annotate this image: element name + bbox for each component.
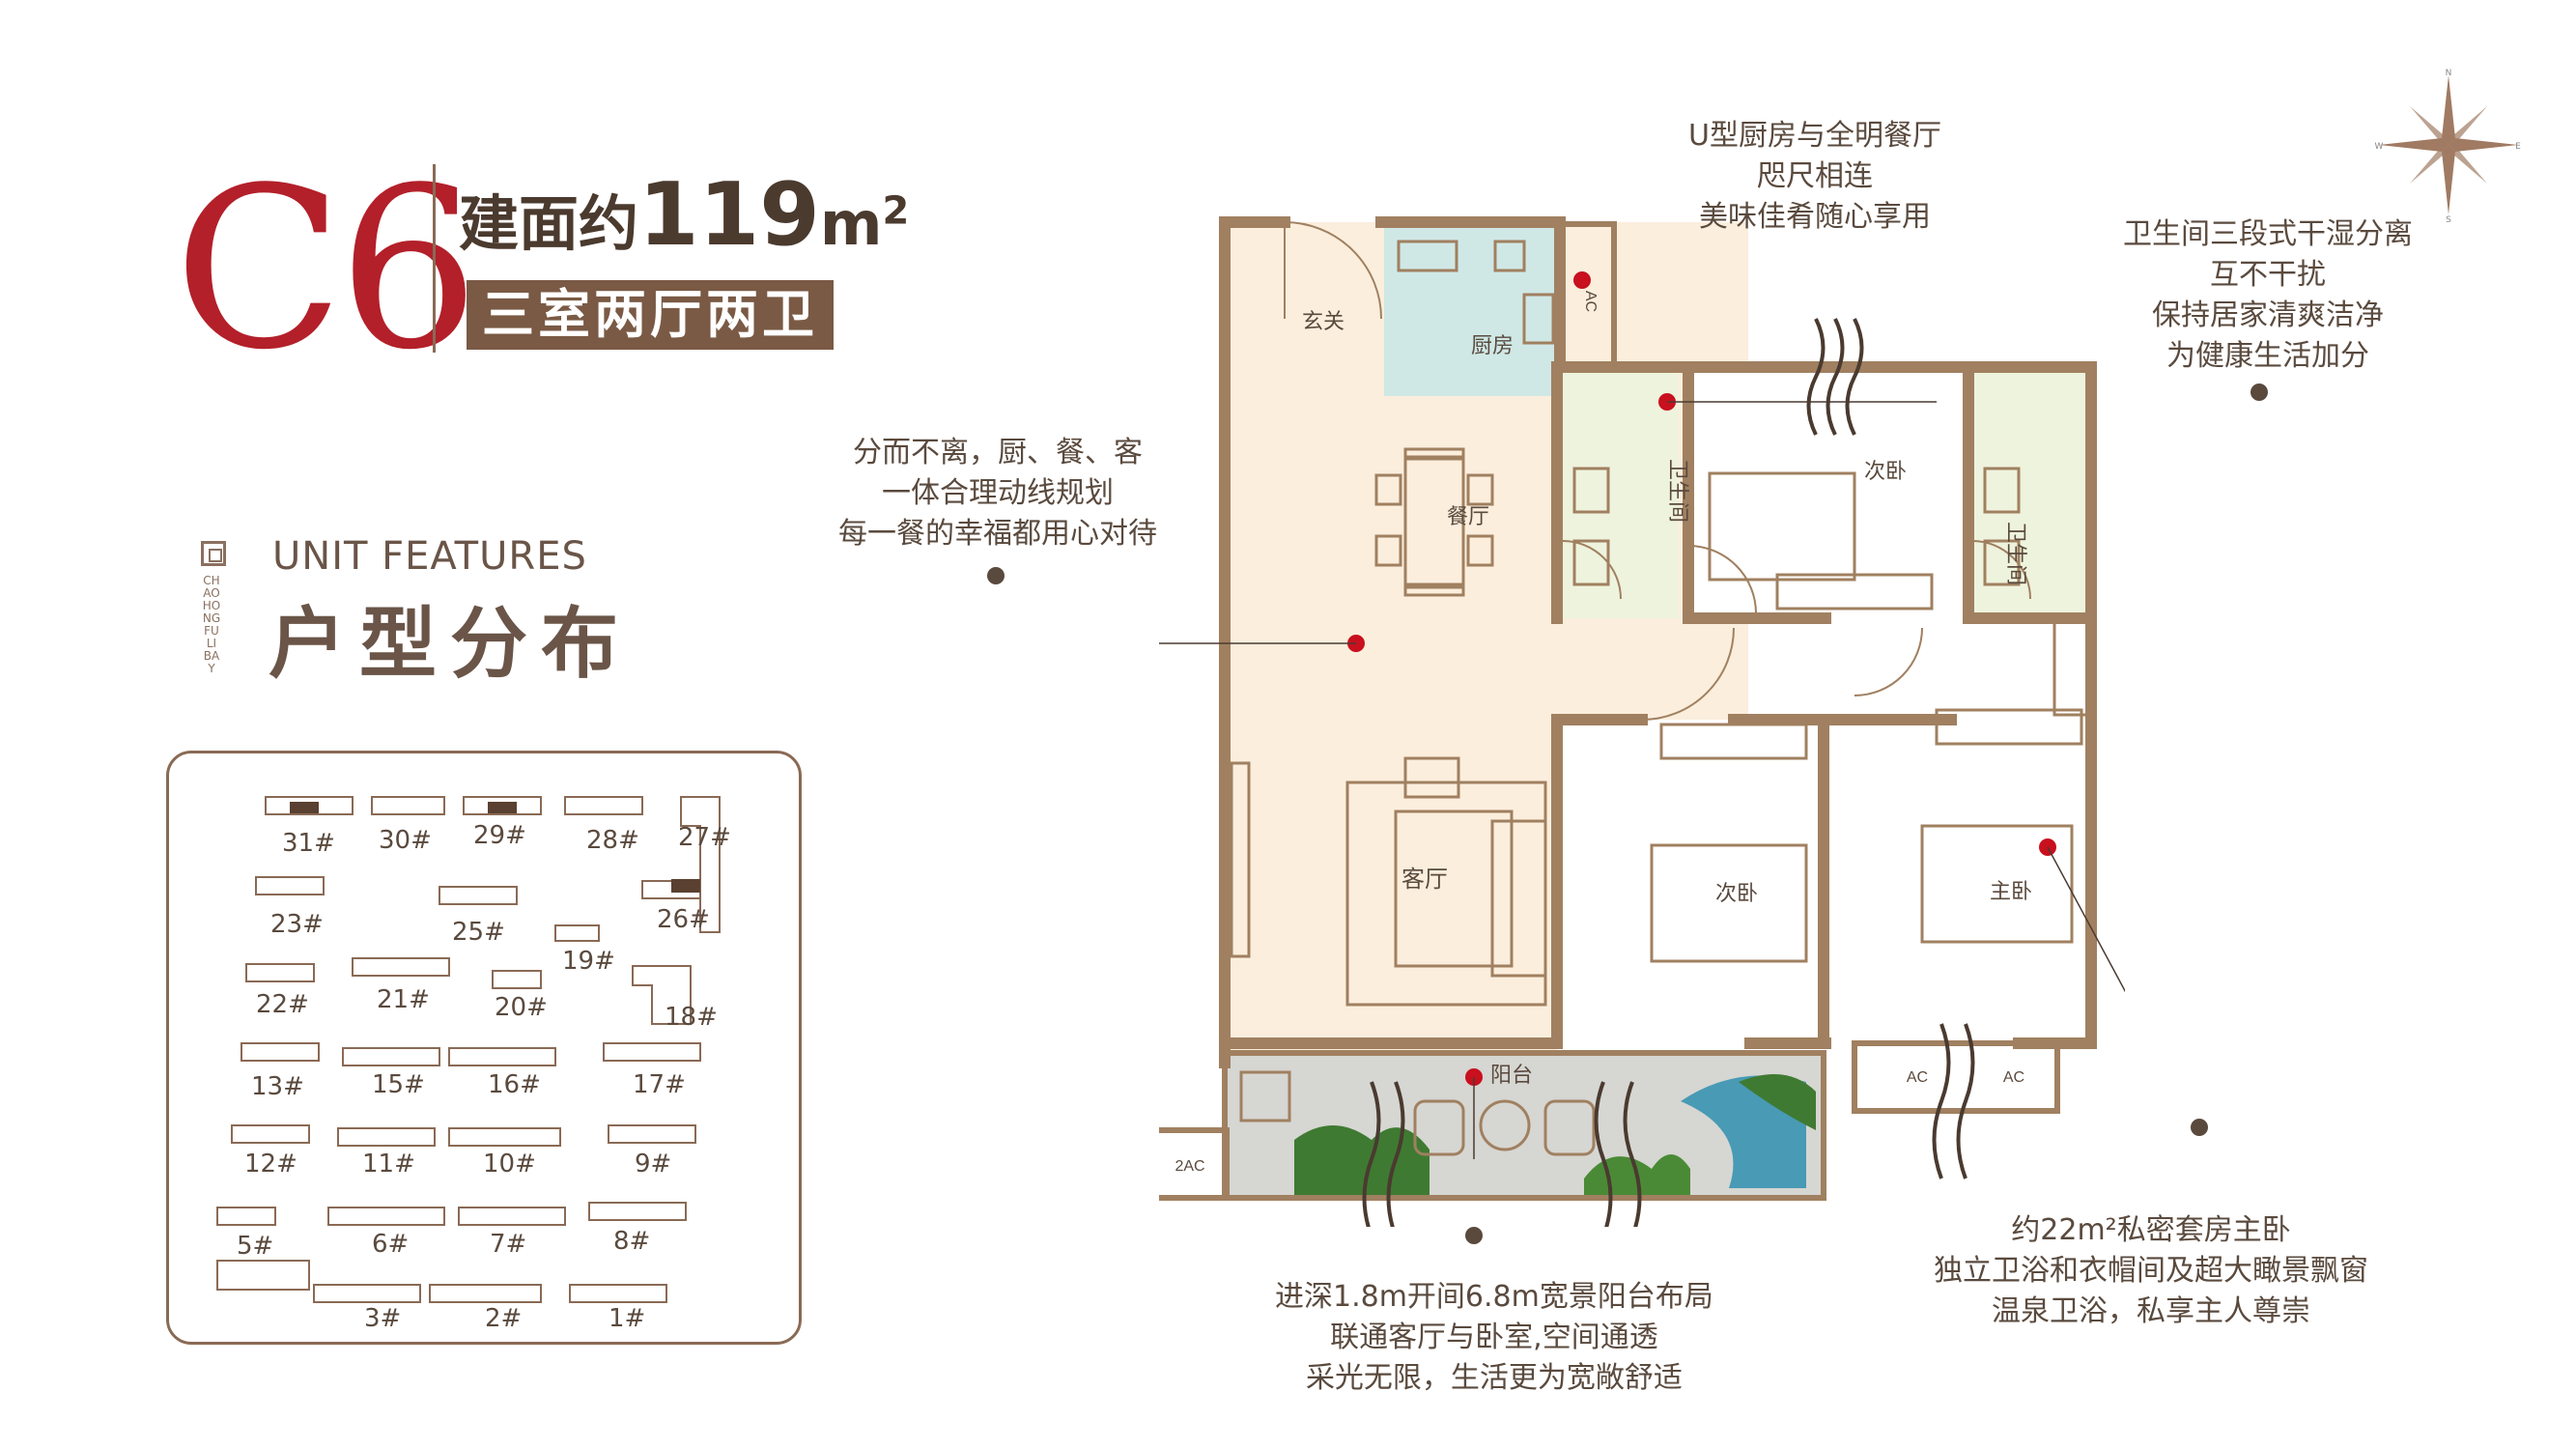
building-label: 6# [372,1230,410,1259]
room-label-balcony: 阳台 [1490,1063,1533,1087]
building-label: 22# [256,990,309,1019]
area-unit: m [819,188,883,259]
building-label: 23# [270,910,324,939]
building-label: 11# [362,1150,415,1179]
header-divider [433,164,436,353]
room-label-bedroom2: 次卧 [1715,881,1758,905]
building-label: 10# [483,1150,536,1179]
callout-dot [2191,1119,2208,1136]
building-label: 28# [586,826,639,855]
building-label: 30# [379,826,432,855]
seal-icon [201,541,226,566]
callout-line: 分而不离，厨、餐、客 [853,436,1143,469]
features-title-cn: 户型分布 [269,599,632,689]
building-label: 1# [609,1304,646,1333]
building-label: 21# [377,985,430,1014]
compass-n: N [2446,69,2452,78]
area-text: 建面约119m2 [459,164,909,266]
room-label-bath: 卫生间 [1666,459,1690,523]
building-label: 8# [613,1227,651,1256]
callout-kitchen: U型厨房与全明餐厅 咫尺相连 美味佳肴随心享用 [1688,116,1941,238]
room-label-living: 客厅 [1401,867,1448,893]
building-label: 25# [452,918,505,947]
callout-balcony: 进深1.8m开间6.8m宽景阳台布局 联通客厅与卧室,空间通透 采光无限，生活更… [1275,1277,1713,1399]
building-label: 3# [364,1304,402,1333]
compass-s: S [2446,215,2451,222]
area-label: 建面约 [459,188,639,259]
ac-label-2: 2AC [1175,1158,1204,1175]
callout-line: 美味佳肴随心享用 [1698,200,1931,234]
room-label-entry: 玄关 [1302,309,1345,333]
vertical-brand-text: CHAOHONG FULI BAY [202,574,221,675]
bath2-floor [1972,372,2088,618]
kitchen-floor [1384,224,1560,396]
building-label: 31# [282,829,335,858]
site-plan: 31# 30# 29# 28# 27# 23# 26# 25# 19# 22# … [166,751,802,1345]
callout-dot [2250,384,2268,401]
callout-line: 咫尺相连 [1756,159,1873,193]
room-label-bedroom: 次卧 [1864,459,1907,483]
area-unit-sup: 2 [882,188,910,234]
building-label: 19# [562,947,615,976]
building-label: 16# [488,1070,541,1099]
compass-rose-icon: N S E W [2375,69,2522,222]
callout-line: 进深1.8m开间6.8m宽景阳台布局 [1275,1280,1713,1314]
callout-master: 约22m²私密套房主卧 独立卫浴和衣帽间及超大瞰景飘窗 温泉卫浴，私享主人尊崇 [1934,1210,2368,1332]
ac-label-kitchen: AC [1582,291,1599,312]
callout-line: 保持居家清爽洁净 [2152,298,2384,332]
building-label: 29# [473,821,526,850]
building-label: 17# [633,1070,686,1099]
building-label: 9# [635,1150,672,1179]
callout-line: 独立卫浴和衣帽间及超大瞰景飘窗 [1934,1254,2368,1288]
building-label: 13# [251,1072,304,1101]
building-label: 18# [665,1003,718,1032]
room-label-bath2: 卫生间 [2004,522,2028,585]
callout-line: 为健康生活加分 [2166,339,2369,373]
building-label: 26# [657,905,710,934]
callout-line: 温泉卫浴，私享主人尊崇 [1992,1294,2310,1328]
compass-w: W [2375,142,2384,152]
callout-dot [1465,1227,1483,1244]
floor-plan: 玄关 厨房 餐厅 客厅 卫生间 卫生间 次卧 次卧 主卧 阳台 AC AC 2A… [1159,216,2125,1227]
callout-line: 一体合理动线规划 [882,476,1114,510]
callout-line: U型厨房与全明餐厅 [1688,119,1941,153]
site-plan-buildings [216,796,721,1303]
ac-label: AC [1907,1069,1928,1086]
ac-label: AC [2003,1069,2024,1086]
building-label: 20# [495,993,548,1022]
area-value: 119 [638,164,820,266]
unit-code: C6 [174,141,479,399]
building-label: 12# [244,1150,297,1179]
callout-dot [987,567,1005,584]
building-label: 5# [237,1232,274,1261]
bath-floor [1563,372,1679,618]
room-label-dining: 餐厅 [1447,504,1489,528]
callout-bath: 卫生间三段式干湿分离 互不干扰 保持居家清爽洁净 为健康生活加分 [2123,214,2413,377]
callout-line: 约22m²私密套房主卧 [2011,1213,2291,1247]
callout-line: 卫生间三段式干湿分离 [2123,217,2413,251]
building-label: 15# [372,1070,425,1099]
compass-e: E [2515,142,2521,152]
callout-living: 分而不离，厨、餐、客 一体合理动线规划 每一餐的幸福都用心对待 [838,433,1157,554]
layout-badge: 三室两厅两卫 [467,280,834,350]
features-title-en: UNIT FEATURES [272,534,587,579]
building-label: 2# [485,1304,523,1333]
building-label: 27# [678,823,731,852]
callout-line: 互不干扰 [2210,258,2326,292]
callout-line: 采光无限，生活更为宽敞舒适 [1305,1361,1683,1395]
room-label-kitchen: 厨房 [1471,333,1514,357]
callout-line: 联通客厅与卧室,空间通透 [1330,1321,1658,1354]
building-label: 7# [490,1230,527,1259]
room-label-master: 主卧 [1990,879,2032,903]
callout-line: 每一餐的幸福都用心对待 [838,517,1157,551]
